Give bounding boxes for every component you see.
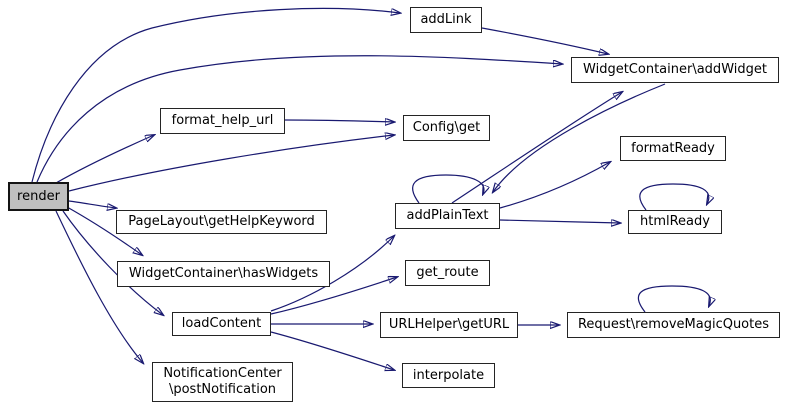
edge-addplaintext-htmlready	[499, 220, 620, 223]
edge-format-help-url-config-get	[284, 120, 394, 122]
edge-render-postnotification	[55, 210, 143, 363]
edge-render-addlink	[31, 7, 400, 183]
node-format-help-url[interactable]: format_help_url	[160, 108, 285, 134]
edge-render-config-get	[68, 135, 394, 192]
node-request-removemagicquotes[interactable]: Request\removeMagicQuotes	[567, 312, 780, 338]
node-addlink[interactable]: addLink	[410, 7, 482, 33]
edge-htmlready-self-loop	[639, 183, 709, 211]
edge-render-addwidget	[36, 55, 562, 183]
node-interpolate[interactable]: interpolate	[402, 363, 495, 388]
node-htmlready[interactable]: htmlReady	[628, 210, 722, 234]
edge-loadcontent-interpolate	[270, 331, 394, 370]
edge-addlink-addwidget	[481, 27, 608, 54]
node-label-line1: NotificationCenter	[163, 366, 282, 382]
node-get-route[interactable]: get_route	[405, 260, 490, 286]
node-config-get[interactable]: Config\get	[403, 115, 490, 141]
node-formatready[interactable]: formatReady	[620, 136, 726, 161]
node-widgetcontainer-addwidget[interactable]: WidgetContainer\addWidget	[571, 57, 779, 83]
edge-render-loadcontent	[62, 210, 163, 315]
edge-addwidget-addplaintext	[493, 83, 666, 192]
edge-render-haswidgets	[66, 206, 142, 255]
node-label-line2: \postNotification	[168, 382, 277, 397]
edge-loadcontent-addplaintext	[270, 236, 394, 312]
edge-addplaintext-addwidget	[451, 92, 622, 204]
node-loadcontent[interactable]: loadContent	[172, 312, 271, 336]
edge-addplaintext-self-loop	[412, 174, 484, 204]
node-pagelayout-gethelpkeyword[interactable]: PageLayout\getHelpKeyword	[116, 210, 327, 234]
edge-render-format-help-url	[55, 135, 154, 184]
node-addplaintext[interactable]: addPlainText	[395, 203, 500, 229]
edge-loadcontent-get-route	[270, 277, 397, 315]
edge-removemagicquotes-self-loop	[637, 285, 710, 313]
edge-render-gethelpkeyword	[68, 200, 116, 208]
node-render: render	[8, 182, 69, 211]
node-widgetcontainer-haswidgets[interactable]: WidgetContainer\hasWidgets	[117, 261, 330, 287]
node-notificationcenter-postnotification[interactable]: NotificationCenter \postNotification	[152, 362, 293, 402]
edge-addplaintext-formatready	[499, 162, 610, 209]
node-urlhelper-geturl[interactable]: URLHelper\getURL	[380, 312, 518, 338]
